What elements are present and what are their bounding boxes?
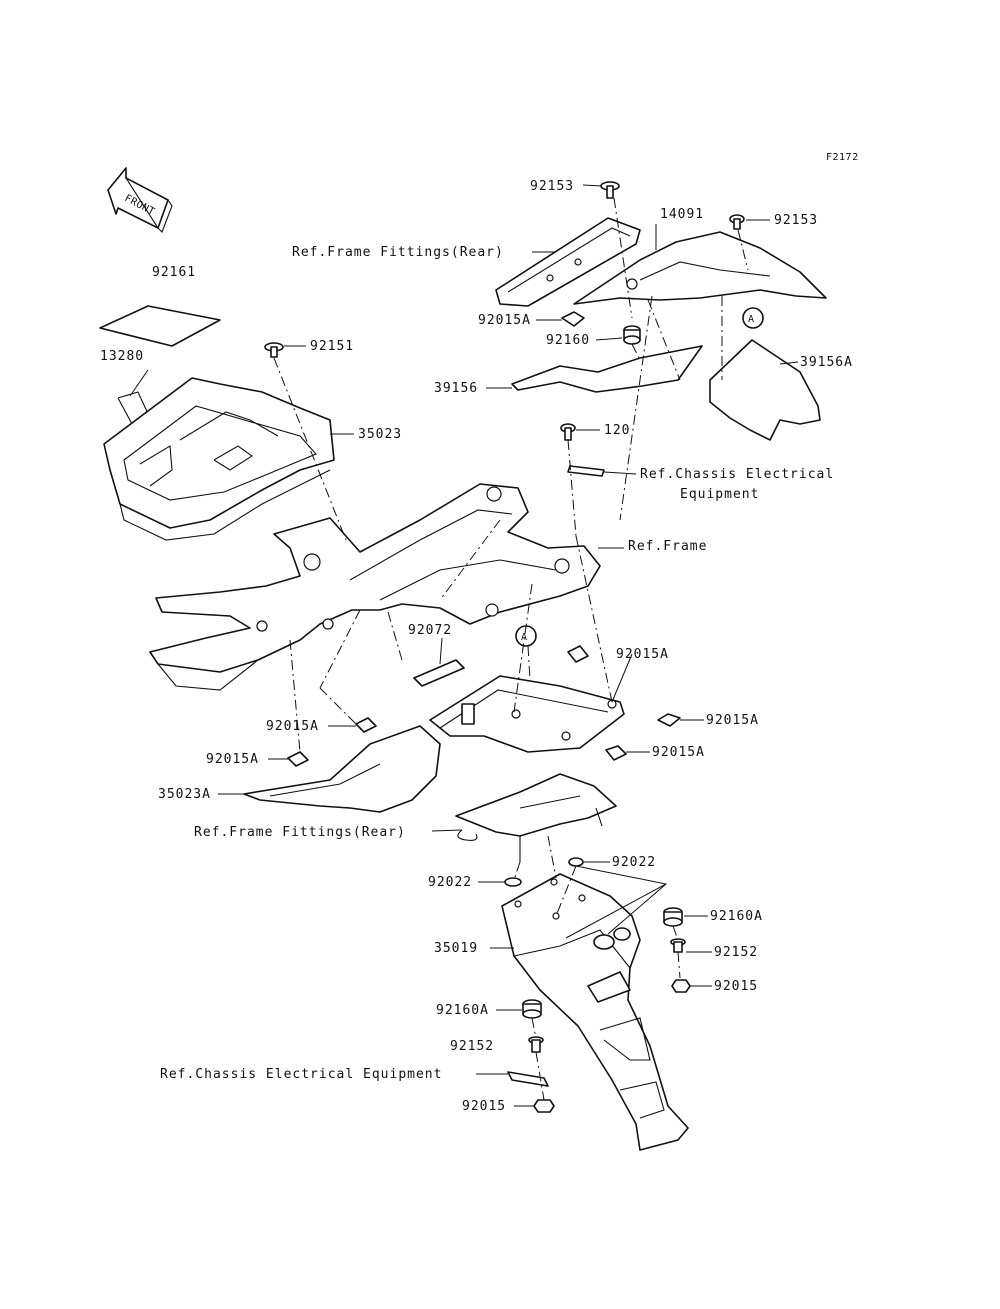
part-labels: 92153 14091 92153 Ref.Frame Fittings(Rea… (100, 179, 853, 1114)
label-14091: 14091 (660, 207, 704, 222)
part-clip-92015A-b (287, 751, 309, 767)
label-ref-frame: Ref.Frame (628, 539, 707, 554)
label-ref-frame-fittings-rear-top: Ref.Frame Fittings(Rear) (292, 245, 504, 260)
label-35023A: 35023A (158, 787, 211, 802)
part-grommet-92160A-right (663, 907, 683, 927)
label-ref-chassis-electrical-line2: Equipment (680, 487, 759, 502)
label-92015A-right1: 92015A (706, 713, 759, 728)
callout-A-upper: A (742, 307, 764, 329)
label-92151: 92151 (310, 339, 354, 354)
part-sheet-92161 (99, 305, 221, 347)
label-92072: 92072 (408, 623, 452, 638)
part-bolt-92153-top (600, 181, 620, 199)
label-92015A-left1: 92015A (266, 719, 319, 734)
label-13280: 13280 (100, 349, 144, 364)
part-fender-35019 (501, 873, 689, 1151)
part-cover-14091 (573, 231, 827, 305)
alignment-lines (273, 197, 749, 1101)
front-arrow-icon: FRONT (107, 167, 173, 233)
label-92015-bottom: 92015 (462, 1099, 506, 1114)
part-chassis-plate-lower (507, 1071, 549, 1087)
part-nut-92015-bottom (533, 1099, 555, 1113)
part-cover-35023A (243, 725, 441, 813)
label-92153-right: 92153 (774, 213, 818, 228)
part-grommet-92160A-left (522, 999, 542, 1019)
label-92160A-right: 92160A (710, 909, 763, 924)
part-main-frame (149, 483, 601, 691)
part-bolt-92153-right (729, 214, 745, 230)
part-clamp-92072 (413, 659, 465, 687)
part-washer-92022-right (568, 857, 584, 867)
part-clip-92015A-a (355, 717, 377, 733)
label-92015A-right2: 92015A (652, 745, 705, 760)
svg-text:A: A (748, 314, 755, 325)
label-39156A: 39156A (800, 355, 853, 370)
part-pad-39156 (511, 345, 703, 393)
part-tray-35023 (103, 377, 335, 541)
label-92160: 92160 (546, 333, 590, 348)
part-pad-39156A (709, 339, 821, 441)
label-92015-right: 92015 (714, 979, 758, 994)
label-35019: 35019 (434, 941, 478, 956)
label-ref-chassis-electrical-line1: Ref.Chassis Electrical (640, 467, 834, 482)
part-grommet-92160 (623, 325, 641, 345)
part-rear-frame-fittings-top (495, 217, 641, 307)
part-nut-92015-right (671, 979, 691, 993)
label-92152-left: 92152 (450, 1039, 494, 1054)
part-collar-92152-left (528, 1036, 544, 1053)
part-clip-92015A-top (561, 311, 585, 327)
label-92152-right: 92152 (714, 945, 758, 960)
label-92161: 92161 (152, 265, 196, 280)
label-92153-top: 92153 (530, 179, 574, 194)
part-collar-92152-right (670, 938, 686, 953)
label-ref-frame-fittings-rear-bottom: Ref.Frame Fittings(Rear) (194, 825, 406, 840)
label-92160A-left: 92160A (436, 1003, 489, 1018)
label-92015A-mid: 92015A (616, 647, 669, 662)
part-chassis-plate-upper (567, 465, 605, 477)
part-clip-92015A-c (567, 645, 589, 663)
part-washer-92022-left (504, 877, 522, 887)
label-92015A-left2: 92015A (206, 752, 259, 767)
leader-lines (218, 184, 799, 1107)
part-electrical-tray (429, 675, 625, 753)
label-92015A-top: 92015A (478, 313, 531, 328)
label-92022-left: 92022 (428, 875, 472, 890)
part-rear-frame-fittings-bottom (455, 773, 617, 862)
label-ref-chassis-electrical-equipment-bottom: Ref.Chassis Electrical Equipment (160, 1067, 442, 1082)
part-clip-92015A-e (605, 745, 627, 761)
label-35023: 35023 (358, 427, 402, 442)
label-120: 120 (604, 423, 630, 438)
part-bolt-120 (560, 423, 576, 441)
figure-code: F2172 (826, 152, 859, 163)
part-clip-92015A-d (657, 713, 681, 727)
label-92022-right: 92022 (612, 855, 656, 870)
part-bolt-92151 (264, 342, 284, 358)
label-39156: 39156 (434, 381, 478, 396)
